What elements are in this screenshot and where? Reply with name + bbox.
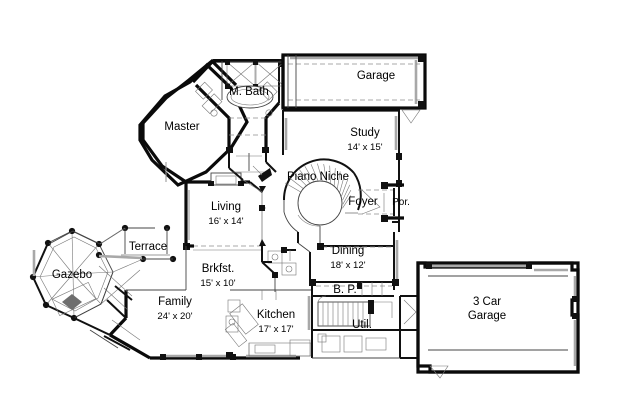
label-utility: Util. (352, 319, 372, 331)
three-car-garage (416, 261, 580, 379)
entry-hall (228, 161, 277, 193)
dim-kitchen: 17' x 17' (258, 324, 293, 335)
upper-garage (281, 53, 427, 124)
room-labels: Master M. Bath Garage Study 14' x 15' Pi… (52, 70, 506, 335)
straight-stair (317, 295, 393, 327)
bathtub (226, 85, 274, 109)
label-garage: Garage (357, 70, 395, 82)
living-room (183, 172, 266, 250)
label-master: Master (164, 121, 199, 133)
label-dining: Dining (332, 245, 365, 257)
curved-staircase (282, 158, 362, 246)
label-kitchen: Kitchen (257, 309, 295, 321)
foyer-porch (358, 182, 404, 232)
nook-fixture (262, 247, 297, 278)
gazebo-hearth (51, 281, 97, 317)
dim-living: 16' x 14' (208, 216, 243, 227)
label-foyer: Foyer (348, 196, 378, 208)
terrace-structure (48, 224, 177, 305)
label-m-bath: M. Bath (229, 86, 269, 98)
stair-treads (285, 163, 352, 209)
vanity (195, 81, 278, 117)
label-living: Living (211, 201, 241, 213)
dim-dining: 18' x 12' (330, 260, 365, 271)
garage-connector (400, 290, 425, 359)
utility-room (311, 295, 401, 359)
label-gazebo: Gazebo (52, 269, 92, 281)
breakfast-nook (185, 246, 297, 292)
label-porch: Por. (392, 197, 410, 208)
rotunda-core (297, 180, 343, 226)
dim-family: 24' x 20' (157, 311, 192, 322)
dim-study: 14' x 15' (347, 142, 382, 153)
label-study: Study (350, 127, 380, 139)
laundry-appliances (317, 333, 387, 353)
label-3-car-garage-line2: Garage (468, 310, 506, 322)
label-brkfst: Brkfst. (202, 263, 235, 275)
label-3-car-garage: 3 Car (473, 296, 501, 308)
label-butlers-pantry: B. P. (333, 284, 356, 296)
label-family: Family (158, 296, 192, 308)
dim-brkfst: 15' x 10' (200, 278, 235, 289)
label-terrace: Terrace (129, 241, 167, 253)
label-piano-niche: Piano Niche (287, 171, 349, 183)
